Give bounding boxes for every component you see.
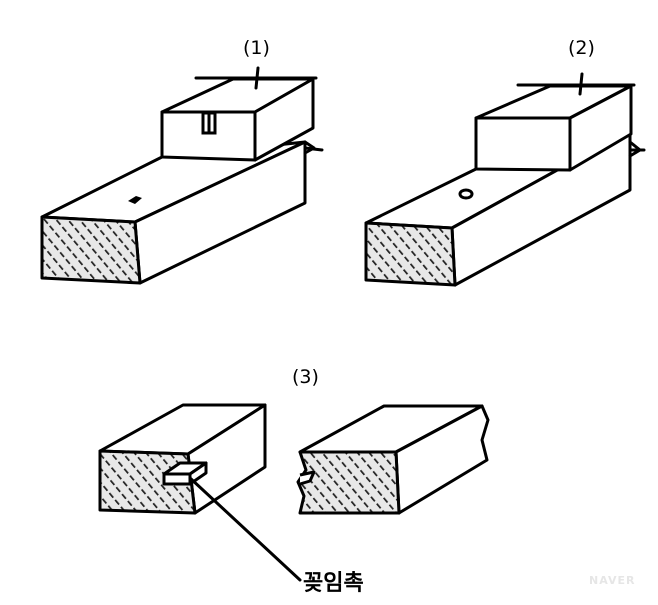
figure-1: (1) — [40, 37, 324, 285]
figure-1-label: (1) — [243, 37, 270, 59]
figure-2: (2) — [364, 37, 646, 287]
figure-2-label: (2) — [568, 37, 595, 59]
figure-1-dowel-hole — [128, 196, 142, 204]
figure-1-dowel-peg — [201, 111, 217, 135]
figure-2-top-block — [474, 72, 636, 172]
figure-2-beam-cross-section — [364, 221, 457, 287]
watermark-logo: NAVER — [589, 574, 635, 587]
figure-3-left-piece — [98, 403, 267, 515]
figure-1-beam — [40, 140, 324, 285]
figure-1-top-block — [160, 66, 318, 162]
figure-1-beam-cross-section — [40, 215, 142, 285]
figure-3-dowel — [162, 461, 208, 486]
figure-2-dowel-hole — [458, 188, 474, 200]
figure-3-label: (3) — [292, 366, 319, 388]
figure-3-right-cross-section — [296, 450, 401, 515]
figure-3-left-cross-section — [98, 449, 197, 515]
figure-3: (3) 꽂임촉 — [98, 366, 490, 596]
callout-label: 꽂임촉 — [303, 571, 364, 596]
callout-leader-line — [188, 476, 302, 582]
figure-3-right-piece — [296, 404, 490, 515]
